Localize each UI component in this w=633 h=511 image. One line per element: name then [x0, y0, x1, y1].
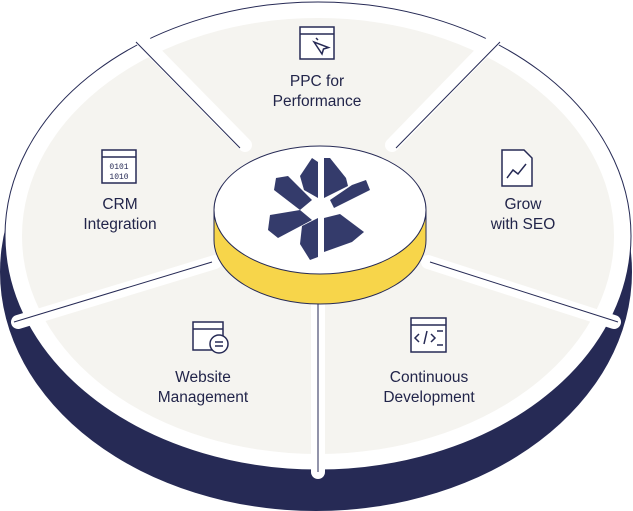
segment-web-line2: Management: [157, 389, 249, 406]
svg-text:0101: 0101: [109, 163, 128, 172]
center-disk-top: [213, 145, 427, 275]
svg-text:1010: 1010: [109, 173, 128, 182]
document-chart-icon: [501, 149, 533, 187]
segment-seo-line1: Grow: [504, 196, 542, 213]
segment-dev-line2: Development: [383, 389, 475, 406]
segment-ppc-line2: Performance: [272, 93, 362, 110]
segment-crm-line2: Integration: [83, 216, 157, 233]
code-window-icon: [410, 317, 447, 353]
segment-crm[interactable]: CRM Integration: [40, 195, 200, 235]
segment-dev[interactable]: Continuous Development: [349, 368, 509, 408]
brand-logo: [268, 158, 370, 260]
segment-ppc[interactable]: PPC for Performance: [237, 72, 397, 112]
segment-crm-line1: CRM: [102, 196, 138, 213]
segment-web-line1: Website: [175, 369, 231, 386]
segment-seo[interactable]: Grow with SEO: [443, 195, 603, 235]
segment-seo-line2: with SEO: [490, 216, 556, 233]
segment-ppc-line1: PPC for: [289, 73, 345, 90]
segment-dev-line1: Continuous: [389, 369, 469, 386]
browser-cursor-icon: [299, 26, 335, 60]
segment-web[interactable]: Website Management: [123, 368, 283, 408]
binary-window-icon: 0101 1010: [101, 149, 137, 184]
browser-settings-icon: [192, 321, 229, 354]
